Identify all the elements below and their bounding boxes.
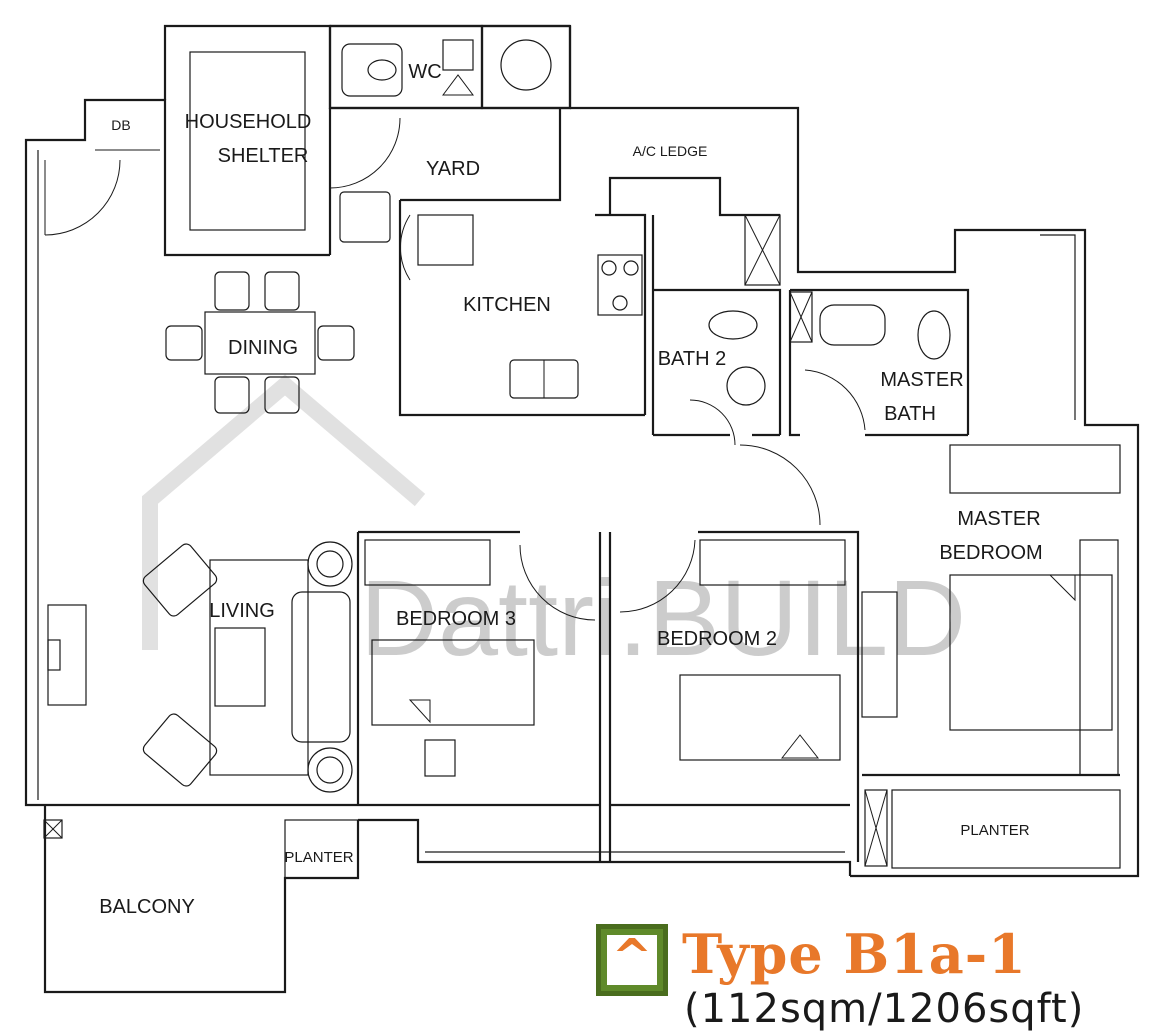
household-shelter-label-line2: SHELTER	[218, 145, 309, 167]
kitchen-label: KITCHEN	[463, 294, 551, 316]
unit-type-badge-inner: ^	[607, 929, 657, 985]
bedroom2-label: BEDROOM 2	[657, 628, 777, 650]
living-label: LIVING	[209, 600, 275, 622]
planter-right-label: PLANTER	[960, 822, 1029, 839]
doors	[44, 117, 866, 621]
master-bath-label-line1: MASTER	[880, 369, 963, 391]
unit-type-title: Type B1a-1	[682, 922, 1027, 986]
master-bedroom-label-line1: MASTER	[957, 508, 1040, 530]
balcony-label: BALCONY	[99, 896, 195, 918]
watermark: Dattri.BUILD	[142, 374, 966, 678]
interior-walls	[43, 24, 1121, 879]
watermark-text: Dattri.BUILD	[360, 557, 966, 678]
caret-up-icon: ^	[611, 929, 653, 985]
planter-left-label: PLANTER	[284, 849, 353, 866]
master-bath-label-line2: BATH	[884, 403, 936, 425]
bath2-label: BATH 2	[658, 348, 727, 370]
unit-area: (112sqm/1206sqft)	[684, 986, 1085, 1032]
unit-type-badge: ^	[596, 924, 668, 996]
db-label: DB	[111, 117, 130, 133]
bedroom3-label: BEDROOM 3	[396, 608, 516, 630]
yard-label: YARD	[426, 158, 480, 180]
ac-ledge-label: A/C LEDGE	[633, 143, 708, 159]
dining-label: DINING	[228, 337, 298, 359]
room-labels: DB HOUSEHOLD SHELTER WC YARD A/C LEDGE K…	[99, 61, 1042, 918]
wc-label: WC	[408, 61, 441, 83]
master-bedroom-label-line2: BEDROOM	[939, 542, 1042, 564]
household-shelter-label-line1: HOUSEHOLD	[185, 111, 312, 133]
unit-type-block: ^ Type B1a-1 (112sqm/1206sqft)	[596, 922, 1162, 1032]
fixtures	[47, 39, 1121, 793]
